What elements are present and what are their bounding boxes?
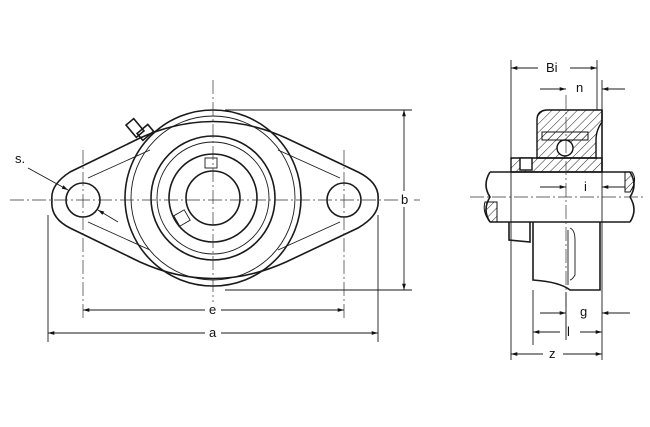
- label-b: b: [401, 192, 408, 207]
- flange-inner-outline: [87, 149, 341, 251]
- flange-outline: [51, 120, 379, 280]
- side-view: Bi n i g l z: [470, 60, 645, 361]
- leader-s: [27, 167, 69, 191]
- label-n: n: [576, 80, 583, 95]
- set-screw: [204, 157, 218, 169]
- ball: [556, 139, 574, 157]
- label-e: e: [209, 302, 216, 317]
- grease-nipple-icon: [124, 117, 155, 142]
- label-a: a: [209, 325, 217, 340]
- label-l: l: [567, 324, 570, 339]
- label-z: z: [549, 346, 556, 361]
- label-g: g: [580, 304, 587, 319]
- label-i: i: [584, 179, 587, 194]
- front-view: s. e a b: [10, 80, 420, 342]
- label-s: s.: [15, 151, 25, 166]
- label-Bi: Bi: [546, 60, 558, 75]
